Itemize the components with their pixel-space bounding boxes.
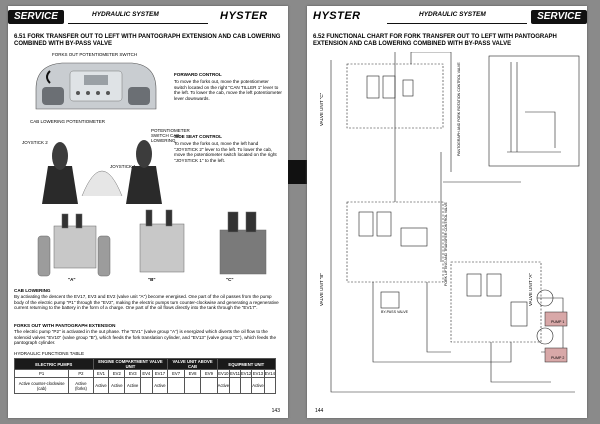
col-header: EV7 (167, 369, 185, 378)
col-header: EV11 (229, 369, 241, 378)
label-pump-1: PUMP 1 (551, 320, 565, 324)
col-header: EV17 (151, 369, 169, 378)
label-valve-unit-c: VALVE UNIT "C" (319, 92, 324, 126)
side-seat-text: To move the forks out, move the left han… (174, 141, 277, 163)
label-valve-c: "C" (226, 277, 234, 282)
table-title: HYDRAULIC FUNCTIONS TABLE (14, 351, 85, 356)
label-joystick-2: JOYSTICK 2 (22, 140, 48, 145)
page-number: 144 (315, 408, 324, 414)
header-rule (387, 23, 527, 24)
col-header: EV4 (140, 369, 153, 378)
table-cell: Active (108, 377, 126, 394)
hydraulic-functions-table: ELECTRIC PUMPS ENGINE COMPARTMENT VALVE … (13, 358, 277, 394)
cab-lowering-title: CAB LOWERING (14, 288, 51, 293)
service-badge: SERVICE (531, 10, 587, 24)
system-title: HYDRAULIC SYSTEM (92, 11, 159, 18)
table-cell: Active (251, 377, 265, 394)
side-seat-title: SIDE SEAT CONTROL (174, 134, 222, 139)
left-page: SERVICE HYDRAULIC SYSTEM HYSTER 6.51 FOR… (8, 6, 288, 418)
col-header: EV1 (92, 369, 110, 378)
table-cell: Active (92, 377, 110, 394)
section-heading: 6.51 FORK TRANSFER OUT TO LEFT WITH PANT… (14, 34, 281, 47)
label-fork-lift-valve: FORK LIFTING AND TRANSFER CONTROL VALVE (444, 202, 448, 286)
group-valve-above-cab: VALVE UNIT ABOVE CAB (167, 358, 218, 370)
label-valve-unit-b: VALVE UNIT "B" (319, 273, 324, 306)
system-title: HYDRAULIC SYSTEM (419, 11, 486, 18)
col-header: EV12 (239, 369, 253, 378)
table-cell: Active (124, 377, 142, 394)
hydraulic-schematic (330, 52, 580, 393)
table-cell (140, 377, 153, 394)
table-cell (229, 377, 241, 394)
table-cell (183, 377, 202, 394)
col-header: EV13 (251, 369, 265, 378)
forks-out-title: FORKS OUT WITH PANTOGRAPH EXTENSION (14, 323, 116, 328)
col-header: EV2 (108, 369, 126, 378)
section-heading: 6.52 FUNCTIONAL CHART FOR FORK TRANSFER … (313, 34, 557, 47)
hyster-logo: HYSTER (313, 10, 361, 22)
right-header: HYSTER HYDRAULIC SYSTEM SERVICE (307, 10, 587, 24)
tiller-panel-figure (35, 62, 157, 110)
col-header: EV9 (200, 369, 218, 378)
header-rule (68, 23, 208, 24)
label-valve-unit-a: VALVE UNIT "A" (528, 273, 533, 306)
col-header: P1 (13, 369, 70, 378)
table-cell: Active counter-clockwise (cab) (13, 377, 70, 394)
col-header: P2 (68, 369, 94, 378)
label-valve-a: "A" (68, 277, 76, 282)
group-engine-valve-unit: ENGINE COMPARTMENT VALVE UNIT (92, 358, 169, 370)
table-cell (200, 377, 218, 394)
label-pot-switch: POTENTIOMETER SWITCH CAB LOWERING (151, 128, 190, 143)
page-number: 143 (271, 408, 280, 414)
table-cell (239, 377, 253, 394)
forward-control-text: To move the forks out, move the potentio… (174, 79, 282, 101)
col-header: EV10 (216, 369, 231, 378)
forks-out-text: The electric pump "P2" is activated in t… (14, 329, 277, 346)
group-equipment-unit: EQUIPMENT UNIT (216, 358, 277, 370)
label-pump-2: PUMP 2 (551, 356, 565, 360)
left-header: SERVICE HYDRAULIC SYSTEM HYSTER (8, 10, 288, 24)
service-badge: SERVICE (8, 10, 64, 24)
table-cell (263, 377, 277, 394)
label-forks-switch: FORKS OUT POTENTIOMETER SWITCH (52, 52, 138, 57)
forward-control-title: FORWARD CONTROL (174, 72, 222, 77)
binder-mark (288, 160, 310, 184)
col-header: EV8 (183, 369, 202, 378)
valve-units-figure (37, 209, 267, 277)
joystick-figure (42, 140, 162, 204)
label-cab-pot: CAB LOWERING POTENTIOMETER (30, 119, 106, 124)
hyster-logo: HYSTER (220, 10, 268, 22)
table-cell (167, 377, 185, 394)
cab-lowering-text: By activating the descent the EV17, EV3 … (14, 294, 279, 311)
col-header: EV3 (124, 369, 142, 378)
table-cell: Active (forks) (68, 377, 94, 394)
label-pantograph-valve: PANTOGRAPH AND FORK ROTATION CONTROL VAL… (457, 62, 461, 156)
table-cell: Active (151, 377, 169, 394)
group-electric-pumps: ELECTRIC PUMPS (14, 358, 94, 370)
table-cell: Active (216, 377, 231, 394)
label-valve-b: "B" (148, 277, 156, 282)
label-joystick-1: JOYSTICK 1 (110, 164, 136, 169)
col-header: EV14 (263, 369, 277, 378)
right-page: HYSTER HYDRAULIC SYSTEM SERVICE 6.52 FUN… (307, 6, 587, 418)
label-bypass-valve: BY-PASS VALVE (381, 310, 409, 314)
